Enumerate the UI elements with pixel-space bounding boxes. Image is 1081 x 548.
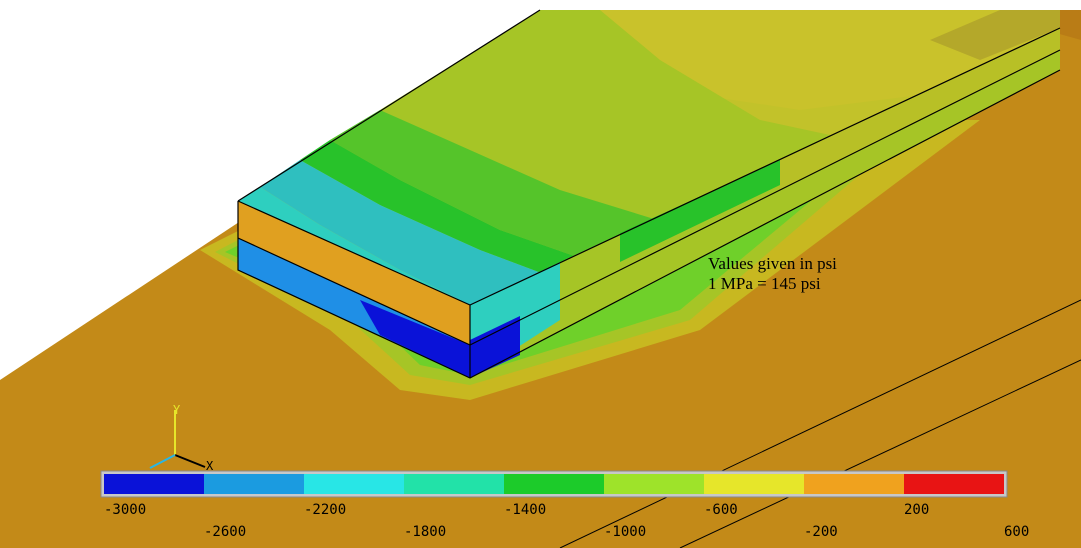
slab-edges: [237, 9, 1061, 379]
top-band-bright-green: [300, 140, 600, 280]
legend-swatch: [104, 474, 204, 494]
legend-swatch: [204, 474, 304, 494]
slab-side-blue: [470, 316, 520, 378]
top-band-green: [330, 110, 690, 265]
coordinate-triad: Y X: [149, 403, 214, 473]
legend-tick-top: 200: [904, 502, 930, 518]
substrate-edges: [559, 299, 1081, 548]
legend-swatch: [604, 474, 704, 494]
triad-y-label: Y: [173, 403, 181, 417]
units-note-line2: 1 MPa = 145 psi: [708, 274, 821, 293]
legend-tick-top: -3000: [104, 502, 147, 518]
legend-bar: [100, 470, 1008, 498]
triad-x-label: X: [206, 459, 214, 473]
units-note-line1: Values given in psi: [708, 254, 837, 273]
legend-swatch: [504, 474, 604, 494]
legend-swatch: [704, 474, 804, 494]
top-band-cyan: [260, 160, 560, 305]
top-band-olive: [930, 10, 1060, 60]
legend-tick-bottom: 600: [1004, 524, 1030, 540]
legend-swatch: [904, 474, 1004, 494]
legend-tick-bottom: -2600: [204, 524, 247, 540]
legend-tick-top: -600: [704, 502, 738, 518]
legend-tick-top: -2200: [304, 502, 347, 518]
slab-side-green: [620, 160, 780, 262]
legend-swatch: [804, 474, 904, 494]
legend-tick-top: -1400: [504, 502, 547, 518]
legend-swatch: [404, 474, 504, 494]
slab-front-upper: [238, 201, 470, 345]
legend-tick-bottom: -1800: [404, 524, 447, 540]
legend-swatch: [304, 474, 404, 494]
slab-front-lower-deep: [360, 300, 470, 378]
legend-tick-bottom: -200: [804, 524, 838, 540]
legend-tick-bottom: -1000: [604, 524, 647, 540]
top-band-aqua: [238, 187, 470, 305]
